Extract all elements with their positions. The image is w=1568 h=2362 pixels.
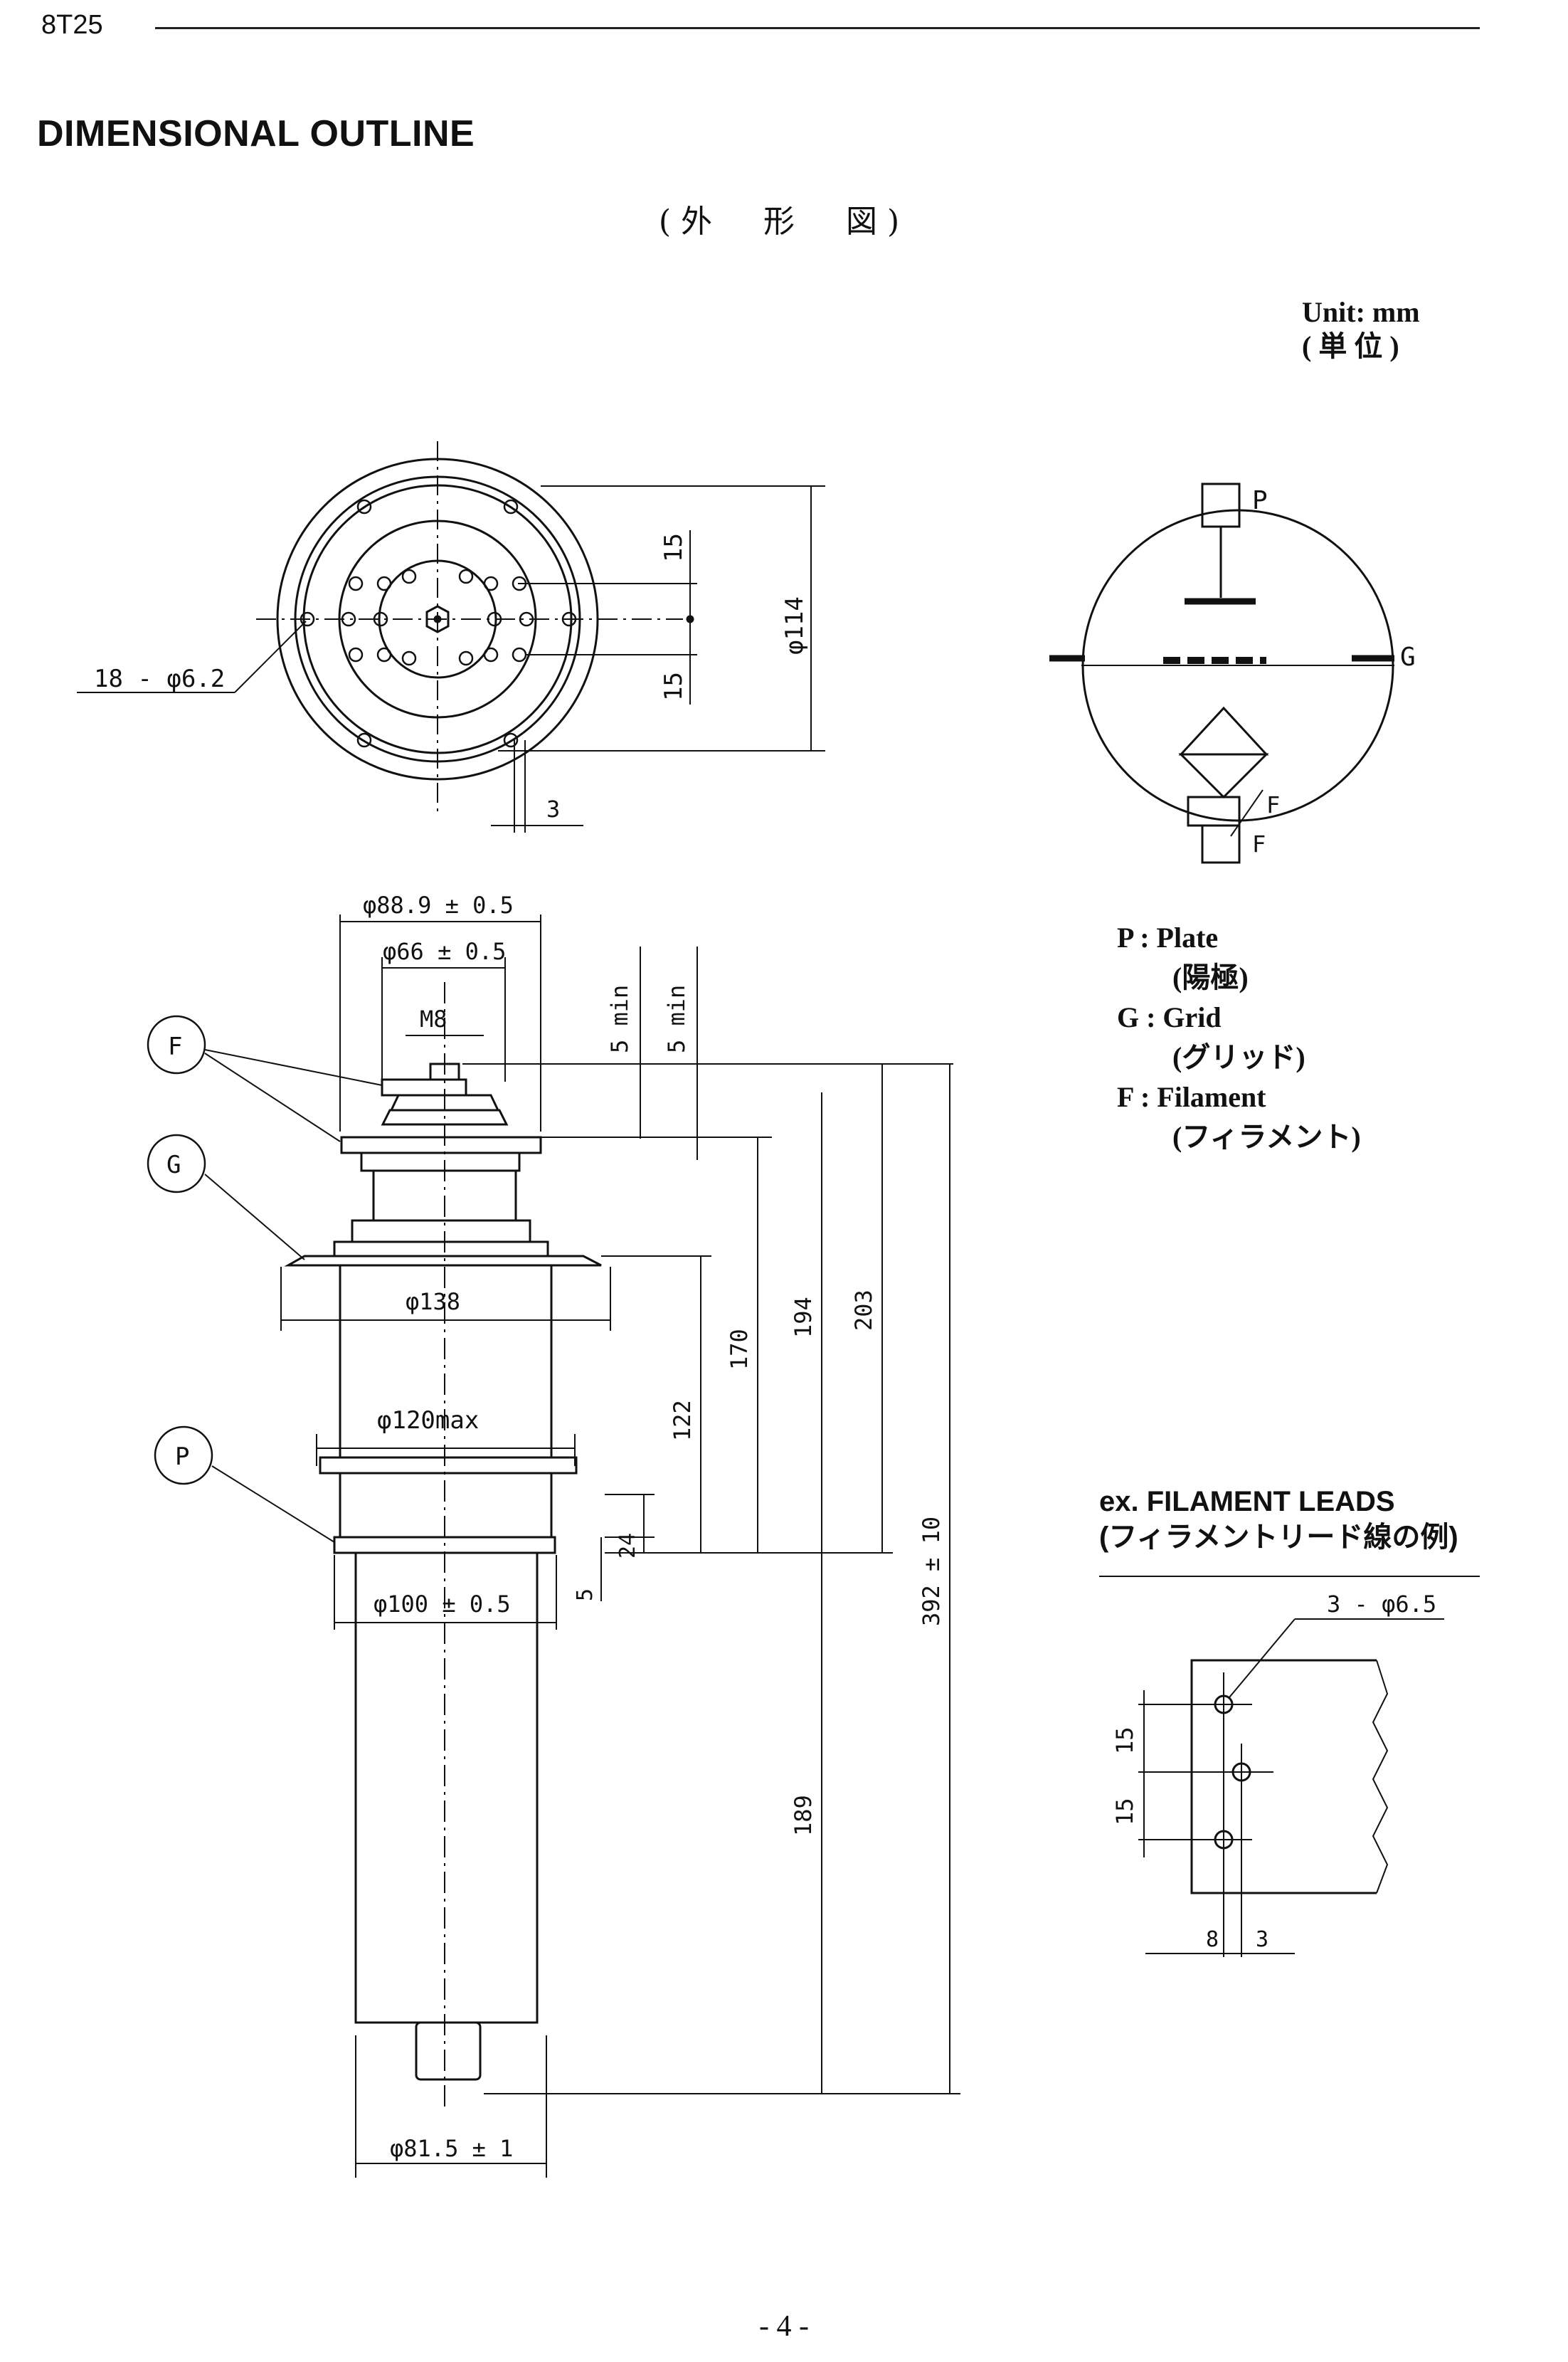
- legend-plate: P : Plate: [1117, 922, 1219, 954]
- lead-dim-3: 3: [1256, 1927, 1268, 1952]
- tube-symbol: [1049, 483, 1394, 864]
- unit-line-2: ( 単 位 ): [1302, 330, 1399, 362]
- dim-h189: 189: [790, 1795, 817, 1836]
- dim-d120: φ120max: [377, 1406, 479, 1435]
- callout-g: G: [166, 1151, 181, 1179]
- side-view: [147, 914, 960, 2178]
- dim-h203: 203: [850, 1290, 877, 1331]
- dim-h392: 392 ± 10: [918, 1517, 945, 1626]
- dim-5min-b: 5 min: [663, 985, 690, 1053]
- header-rule: [155, 27, 1480, 29]
- top-dim-15a: 15: [659, 533, 688, 562]
- page-title: DIMENSIONAL OUTLINE: [37, 113, 475, 154]
- symbol-label-g: G: [1400, 643, 1416, 672]
- lead-dim-15b: 15: [1111, 1798, 1138, 1825]
- top-view: [77, 441, 825, 833]
- dim-d815: φ81.5 ± 1: [390, 2135, 513, 2162]
- dim-d100: φ100 ± 0.5: [374, 1591, 511, 1618]
- dim-h170: 170: [726, 1329, 753, 1370]
- filament-leads-title: ex. FILAMENT LEADS (フィラメントリード線の例): [1099, 1484, 1458, 1555]
- dim-d889: φ88.9 ± 0.5: [363, 892, 514, 919]
- filament-leads-title-en: ex. FILAMENT LEADS: [1099, 1486, 1395, 1517]
- dim-h122: 122: [669, 1400, 696, 1441]
- top-dim-3: 3: [546, 796, 560, 823]
- dim-d138: φ138: [406, 1288, 460, 1315]
- unit-label: Unit: mm ( 単 位 ): [1302, 295, 1420, 364]
- callout-f: F: [168, 1033, 182, 1061]
- legend-grid: G : Grid: [1117, 1001, 1222, 1033]
- callout-p: P: [175, 1443, 189, 1471]
- page-subtitle: (外 形 図): [658, 204, 910, 240]
- symbol-label-f1: F: [1266, 791, 1280, 818]
- top-holes-label: 18 - φ6.2: [94, 665, 225, 693]
- dim-d66: φ66 ± 0.5: [383, 938, 506, 965]
- legend-filament: F : Filament: [1117, 1081, 1266, 1113]
- filament-leads-title-jp: (フィラメントリード線の例): [1099, 1522, 1458, 1553]
- document-code: 8T25: [41, 10, 103, 40]
- filament-lead-detail: [1099, 1576, 1480, 1957]
- symbol-label-p: P: [1252, 486, 1268, 515]
- dim-5min-a: 5 min: [606, 985, 633, 1053]
- legend-plate-jp: (陽極): [1172, 961, 1249, 993]
- lead-holes-label: 3 - φ6.5: [1327, 1591, 1436, 1618]
- unit-line-1: Unit: mm: [1302, 296, 1420, 328]
- dim-h5: 5: [573, 1588, 598, 1601]
- page-number: - 4 -: [759, 2310, 809, 2343]
- dim-h24: 24: [615, 1533, 640, 1559]
- lead-dim-15a: 15: [1111, 1726, 1138, 1754]
- lead-dim-8: 8: [1206, 1927, 1219, 1952]
- legend-grid-jp: (グリッド): [1172, 1041, 1305, 1073]
- legend-filament-jp: (フィラメント): [1172, 1121, 1361, 1153]
- dim-m8: M8: [420, 1006, 447, 1033]
- symbol-label-f2: F: [1252, 831, 1266, 858]
- top-dim-15b: 15: [659, 672, 688, 701]
- top-diameter: φ114: [780, 596, 809, 655]
- symbol-legend: P : Plate (陽極) G : Grid (グリッド) F : Filam…: [1117, 918, 1361, 1157]
- dim-h194: 194: [790, 1297, 817, 1338]
